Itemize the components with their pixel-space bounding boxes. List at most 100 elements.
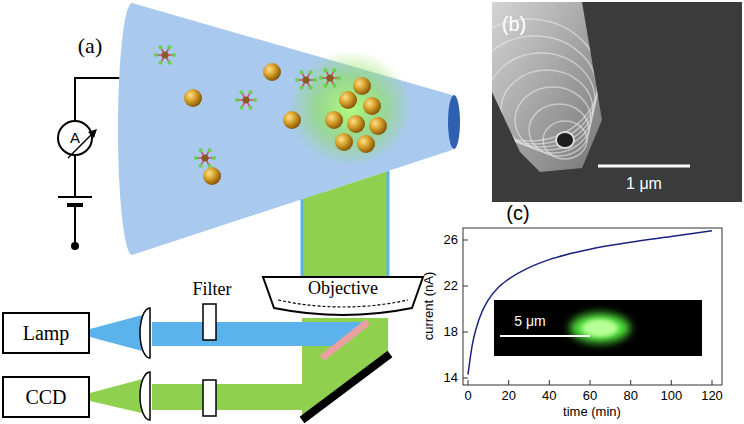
lens-body bbox=[263, 277, 423, 315]
fluorescent-spot bbox=[570, 313, 630, 343]
art-line bbox=[463, 332, 468, 333]
molecules bbox=[154, 45, 341, 168]
scale-label: 5 μm bbox=[514, 314, 545, 329]
lens bbox=[140, 372, 150, 420]
panel-letter: (c) bbox=[506, 202, 529, 224]
tick-label: 40 bbox=[542, 389, 556, 403]
wire bbox=[74, 156, 76, 197]
art-line bbox=[590, 380, 591, 385]
particle bbox=[357, 135, 375, 153]
sem-panel bbox=[492, 2, 742, 202]
tick-label: 100 bbox=[660, 389, 682, 403]
mirror bbox=[302, 354, 390, 420]
art-line bbox=[463, 240, 468, 241]
green-beam bbox=[90, 378, 146, 414]
tick-label: 80 bbox=[623, 389, 637, 403]
node-label: Lamp bbox=[23, 322, 70, 344]
particle bbox=[184, 89, 202, 107]
molecule bbox=[194, 148, 216, 168]
nanopipette bbox=[118, 3, 452, 255]
terminal-dot bbox=[71, 242, 79, 250]
particle bbox=[325, 111, 343, 129]
art-line bbox=[508, 380, 509, 385]
dichroic-mirror bbox=[322, 322, 368, 358]
art-ellipse bbox=[501, 70, 593, 150]
fluorescence-inset bbox=[494, 300, 702, 356]
meter-outline bbox=[58, 121, 92, 155]
axis-title: time (min) bbox=[563, 405, 621, 419]
current-plot bbox=[463, 228, 722, 385]
part-name: Filter bbox=[193, 280, 232, 300]
current-trace bbox=[468, 231, 712, 375]
scale-bar bbox=[598, 165, 690, 168]
tick-label: 120 bbox=[701, 389, 723, 403]
plot-frame bbox=[463, 228, 722, 385]
node-label: A bbox=[70, 130, 80, 147]
particle bbox=[283, 111, 301, 129]
tick-label: 0 bbox=[464, 389, 471, 403]
node-label: Objective bbox=[308, 279, 378, 299]
tick-label: 18 bbox=[444, 325, 458, 339]
tick-label: 22 bbox=[444, 279, 458, 293]
fluorescence-glow bbox=[288, 50, 412, 166]
tube-rings bbox=[492, 19, 599, 159]
particle bbox=[369, 117, 387, 135]
particle bbox=[363, 97, 381, 115]
filter-plate bbox=[203, 380, 216, 416]
tick-label: 26 bbox=[444, 233, 458, 247]
wire bbox=[75, 78, 121, 120]
art-line bbox=[671, 380, 672, 385]
camera-box: CCD bbox=[2, 376, 90, 418]
beam-edge bbox=[387, 171, 390, 276]
panel-letter: (a) bbox=[78, 34, 102, 58]
circuit-wire bbox=[58, 78, 121, 242]
blue-beam bbox=[90, 314, 146, 352]
art-ellipse bbox=[492, 53, 595, 147]
fluorescent-core bbox=[582, 319, 618, 337]
lens-curve bbox=[278, 300, 408, 307]
tick-label: 60 bbox=[583, 389, 597, 403]
scale-label: 1 μm bbox=[626, 175, 662, 193]
molecule bbox=[319, 68, 341, 88]
node-label: CCD bbox=[25, 386, 66, 408]
art-line bbox=[712, 380, 713, 385]
molecule bbox=[295, 70, 317, 90]
pipette-opening bbox=[556, 132, 574, 148]
tick-label: 20 bbox=[501, 389, 515, 403]
art-line bbox=[630, 380, 631, 385]
molecule bbox=[235, 90, 257, 110]
axis-title: current (nA) bbox=[422, 272, 436, 341]
particle bbox=[347, 115, 365, 133]
scale-bar bbox=[500, 335, 590, 337]
filter-plate bbox=[203, 304, 216, 340]
blue-beam bbox=[152, 322, 368, 346]
molecule bbox=[154, 45, 176, 65]
lens bbox=[140, 308, 150, 358]
beam-edge bbox=[301, 199, 304, 276]
panel-letter: (b) bbox=[502, 13, 526, 35]
pipette-tip bbox=[448, 95, 460, 149]
art-ellipse bbox=[492, 36, 597, 144]
tick-label: 14 bbox=[444, 371, 458, 385]
objective-lens: Objective bbox=[262, 276, 424, 322]
lamp-box: Lamp bbox=[2, 312, 90, 354]
art-ellipse bbox=[492, 19, 599, 141]
particle bbox=[203, 167, 221, 185]
arrowhead bbox=[88, 129, 97, 138]
particle bbox=[263, 63, 281, 81]
axis-ticks bbox=[463, 240, 712, 385]
gold-particles bbox=[184, 63, 387, 185]
art-line bbox=[463, 378, 468, 379]
sem-background bbox=[492, 2, 742, 202]
art-line bbox=[468, 380, 469, 385]
battery-plate bbox=[58, 196, 92, 198]
particle bbox=[353, 77, 371, 95]
art-line bbox=[549, 380, 550, 385]
particle bbox=[339, 91, 357, 109]
wire bbox=[74, 205, 76, 242]
